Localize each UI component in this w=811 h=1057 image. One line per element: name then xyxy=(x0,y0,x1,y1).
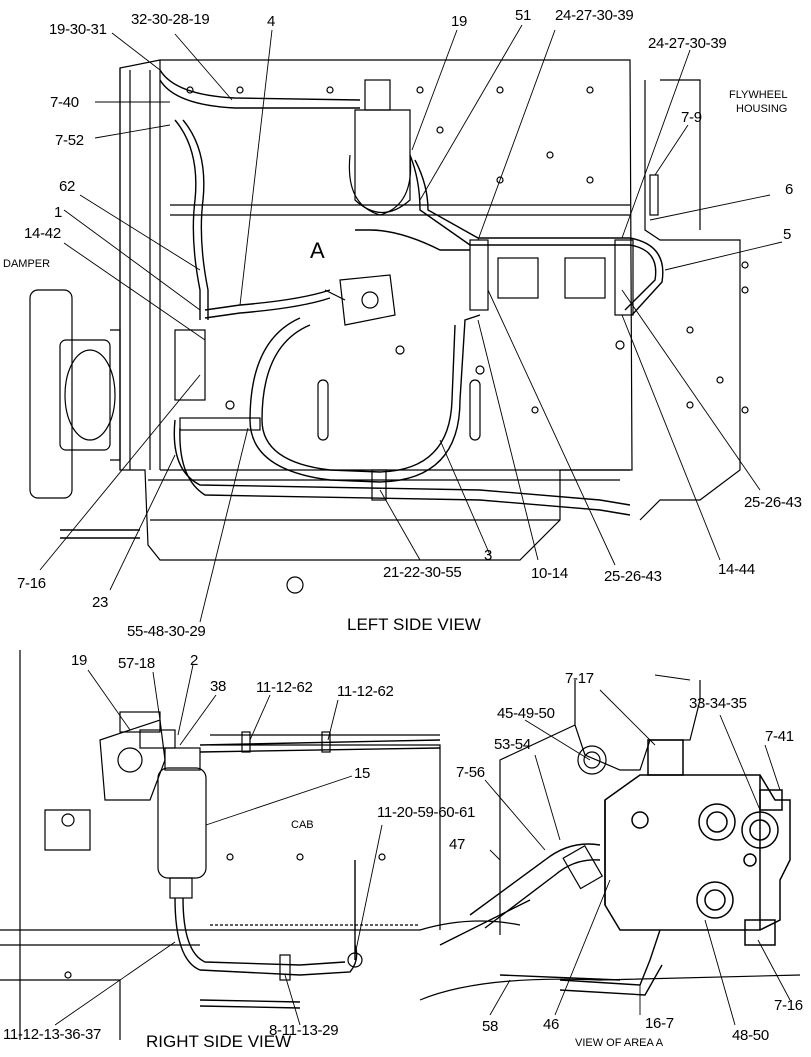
callout-left: 6 xyxy=(785,181,794,198)
area-a-marker: A xyxy=(310,238,325,263)
callout-left: 19 xyxy=(451,13,468,30)
callout-left: 24-27-30-39 xyxy=(648,35,727,52)
callout-area: 7-56 xyxy=(456,764,485,781)
engine-block-outline xyxy=(119,59,633,561)
cab-label: CAB xyxy=(291,819,314,831)
callout-left: 24-27-30-39 xyxy=(555,7,634,24)
callout-left: 7-40 xyxy=(50,94,79,111)
housing-label: HOUSING xyxy=(736,103,788,115)
callout-area: 33-34-35 xyxy=(689,695,747,712)
clamp-block xyxy=(174,329,206,401)
callout-left: 23 xyxy=(92,594,109,611)
callout-left: 7-16 xyxy=(17,575,46,592)
fitting-7-17 xyxy=(647,739,684,776)
callout-area: 48-50 xyxy=(732,1027,769,1044)
callout-left: 55-48-30-29 xyxy=(127,623,206,640)
callout-right: 11-12-62 xyxy=(256,679,313,696)
right-plate xyxy=(44,809,91,851)
callout-left: 7-9 xyxy=(681,109,702,126)
head-bolts xyxy=(186,86,625,594)
left-side-view-drawing xyxy=(29,24,783,623)
callout-area: 7-16 xyxy=(774,997,803,1014)
callout-left: 19-30-31 xyxy=(49,21,107,38)
callout-left: 7-52 xyxy=(55,132,84,149)
callout-area: 45-49-50 xyxy=(497,705,555,722)
callout-right: 15 xyxy=(354,765,371,782)
flywheel-label: FLYWHEEL xyxy=(729,89,788,101)
callout-area: 46 xyxy=(543,1016,560,1033)
callout-area: 53-54 xyxy=(494,736,531,753)
connector-box-2 xyxy=(564,257,606,299)
callout-area: 16-7 xyxy=(645,1015,674,1032)
upper-filter xyxy=(348,79,412,216)
valve-body xyxy=(604,739,791,946)
fuel-pump-area-a xyxy=(324,274,396,326)
connector-box-1 xyxy=(497,257,539,299)
callout-left: 25-26-43 xyxy=(744,494,802,511)
callout-right: 11-12-13-36-37 xyxy=(3,1026,102,1043)
damper-label: DAMPER xyxy=(3,258,51,270)
callout-right: 2 xyxy=(190,652,199,669)
callout-right: 38 xyxy=(210,678,227,695)
callout-left: 14-42 xyxy=(24,225,61,242)
left-leader-lines xyxy=(39,24,783,623)
bracket-left xyxy=(469,239,489,311)
callout-left: 3 xyxy=(484,547,493,564)
callout-right: 19 xyxy=(71,652,88,669)
area-hoses xyxy=(439,843,663,996)
callout-left: 21-22-30-55 xyxy=(383,564,462,581)
right-leader-lines xyxy=(54,664,383,1026)
area-leader-lines xyxy=(484,674,791,1026)
callout-left: 10-14 xyxy=(531,565,568,582)
callout-left: 5 xyxy=(783,226,792,243)
damper-pulley xyxy=(29,289,121,499)
callout-left: 4 xyxy=(267,13,276,30)
cab-outline xyxy=(210,744,441,930)
callout-left: 32-30-28-19 xyxy=(131,11,210,28)
callout-area: 58 xyxy=(482,1018,499,1035)
callout-right: 11-12-62 xyxy=(337,683,394,700)
callout-area: 47 xyxy=(449,836,466,853)
left-side-view-title: LEFT SIDE VIEW xyxy=(347,615,481,634)
callout-left: 14-44 xyxy=(718,561,755,578)
callout-left: 25-26-43 xyxy=(604,568,662,585)
callout-area: 7-41 xyxy=(765,728,794,745)
right-hoses xyxy=(174,739,441,1009)
clip-bar xyxy=(179,417,261,431)
callout-right: 57-18 xyxy=(118,655,155,672)
callout-right: 11-20-59-60-61 xyxy=(377,804,476,821)
primer-pump-19 xyxy=(99,711,176,801)
callout-left: 51 xyxy=(515,7,532,24)
clip-21 xyxy=(371,469,387,501)
fuel-filter-15 xyxy=(157,747,207,899)
hose-lines xyxy=(60,69,664,539)
callout-right: 8-11-13-29 xyxy=(269,1022,339,1039)
callout-area: 7-17 xyxy=(565,670,594,687)
view-of-area-a-title: VIEW OF AREA A xyxy=(575,1037,664,1049)
right-side-view-title: RIGHT SIDE VIEW xyxy=(146,1032,292,1051)
area-a-view-drawing xyxy=(419,674,801,1026)
callout-left: 1 xyxy=(54,204,63,221)
flywheel-housing-outline xyxy=(639,80,741,521)
right-side-view-drawing xyxy=(0,650,441,1040)
bracket-right xyxy=(614,239,634,316)
callout-left: 62 xyxy=(59,178,76,195)
